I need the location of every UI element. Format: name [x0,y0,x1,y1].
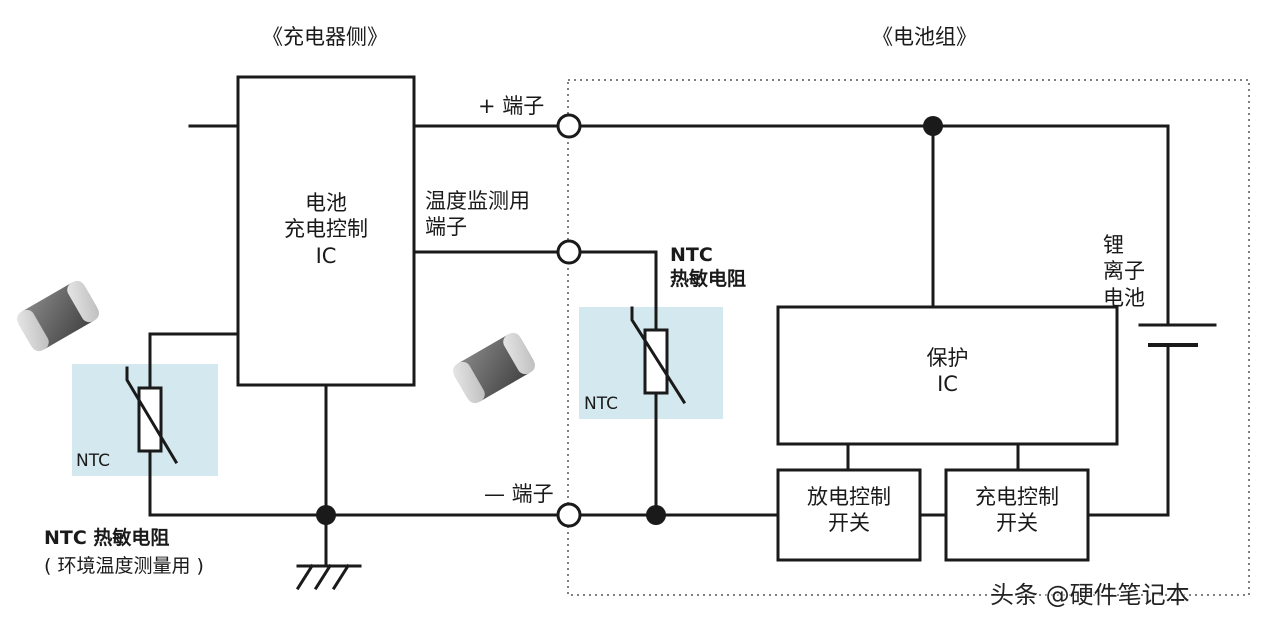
charger-ic-line2: 充电控制 [284,217,368,242]
pack-ntc-line2: 热敏电阻 [670,267,747,290]
charger-ntc-label: NTC 热敏电阻 ( 环境温度测量用 ) [44,527,204,579]
battery-line2: 离子 [1103,259,1145,284]
junction-dot [923,116,943,136]
charger-ntc-line1: NTC 热敏电阻 [44,527,170,549]
junction-dot [646,505,666,525]
positive-terminal [556,113,582,139]
discharge-switch-line2: 开关 [828,511,870,536]
charger-ntc-tag: NTC [76,451,110,471]
protection-ic-box [776,305,1119,446]
protection-ic-line2: IC [937,372,958,397]
protection-ic-label: 保护 IC [778,345,1117,398]
pack-ntc-label: NTC 热敏电阻 [670,244,746,292]
discharge-switch-line1: 放电控制 [807,485,891,509]
charger-ntc-line2: ( 环境温度测量用 ) [44,554,204,577]
ntc-resistor-pack [643,328,669,395]
positive-terminal-label: + 端子 [478,94,545,118]
temp-terminal [556,239,582,265]
battery-line3: 电池 [1103,285,1145,310]
protection-ic-line1: 保护 [926,346,969,370]
smd-chip-icon [17,280,99,352]
discharge-switch-label: 放电控制 开关 [778,484,920,537]
charge-switch-line2: 开关 [996,511,1038,536]
pack-ntc-line1: NTC [670,244,713,266]
watermark: 头条 @硬件笔记本 [990,581,1190,609]
charger-ic-line1: 电池 [305,191,347,215]
junction-dot [316,505,336,525]
pack-ntc-tag: NTC [584,394,618,414]
negative-terminal [556,502,582,528]
charge-switch-label: 充电控制 开关 [946,484,1088,537]
battery-pack-boundary [567,79,1250,596]
charge-switch-line1: 充电控制 [975,485,1059,509]
battery-line1: 锂 [1103,233,1124,257]
temp-terminal-line1: 温度监测用 [425,189,530,213]
temp-terminal-label: 温度监测用 端子 [425,188,530,241]
battery-label: 锂 离子 电池 [1103,232,1145,311]
negative-terminal-label: — 端子 [484,482,554,506]
charger-ic-line3: IC [315,243,337,268]
temp-terminal-line2: 端子 [425,215,467,240]
charger-ic-label: 电池 充电控制 IC [238,190,414,269]
battery-pack-title: 《电池组》 [872,25,977,49]
smd-chip-icon [453,332,535,404]
charger-side-title: 《充电器侧》 [262,25,388,49]
